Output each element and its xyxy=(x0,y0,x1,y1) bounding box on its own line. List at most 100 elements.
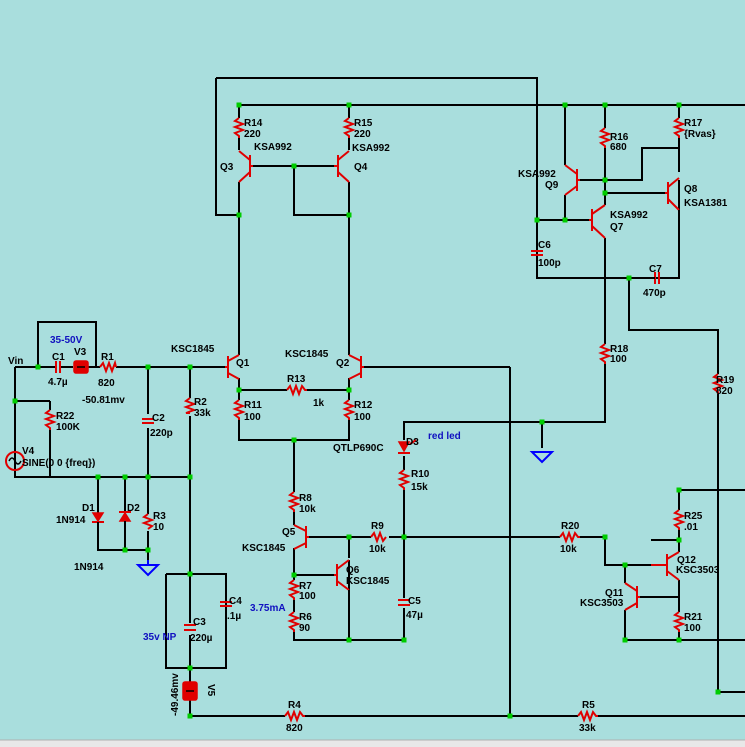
label-c1: C1 xyxy=(52,352,65,363)
label-d3: D3 xyxy=(406,437,419,448)
label-r3: R3 xyxy=(153,511,166,522)
label-q5: Q5 xyxy=(282,527,296,538)
label-q3: Q3 xyxy=(220,162,234,173)
junction-node xyxy=(236,387,242,393)
label-r3-val: 10 xyxy=(153,522,165,533)
label-r9: R9 xyxy=(371,521,384,532)
resistor-r16 xyxy=(598,127,612,148)
capacitor-c3 xyxy=(184,624,196,631)
junction-node xyxy=(122,474,128,480)
resistor-r4 xyxy=(284,709,305,723)
resistor-r9 xyxy=(370,530,387,544)
label-r7: R7 xyxy=(299,581,312,592)
label-q12: Q12 xyxy=(677,555,696,566)
resistor-r10 xyxy=(397,469,411,490)
sine-source-v4 xyxy=(5,451,25,471)
junction-node xyxy=(676,102,682,108)
junction-node xyxy=(346,212,352,218)
resistor-r17 xyxy=(672,117,686,138)
transistor-q3 xyxy=(238,150,253,183)
label-q3-type: KSA992 xyxy=(254,142,292,153)
label-c7: C7 xyxy=(649,264,662,275)
capacitor-c1 xyxy=(55,361,61,373)
components xyxy=(5,117,725,723)
label-d2: D2 xyxy=(127,503,140,514)
junction-node xyxy=(346,102,352,108)
junction-node xyxy=(602,102,608,108)
junction-node xyxy=(676,537,682,543)
label-r12-val: 100 xyxy=(354,412,371,423)
label-offset-readout: -50.81mv xyxy=(82,395,125,406)
junction-node xyxy=(346,534,352,540)
label-v4-val: SINE(0 0 {freq}) xyxy=(22,458,95,469)
junction-node xyxy=(122,547,128,553)
junction-node xyxy=(622,637,628,643)
junction-node xyxy=(291,163,297,169)
junction-node xyxy=(291,572,297,578)
junction-node xyxy=(187,364,193,370)
label-q6: Q6 xyxy=(346,565,360,576)
label-q4-type: KSA992 xyxy=(352,143,390,154)
junction-node xyxy=(145,547,151,553)
label-r9-val: 10k xyxy=(369,544,386,555)
label-r4: R4 xyxy=(288,700,301,711)
junction-node xyxy=(236,212,242,218)
label-c6: C6 xyxy=(538,240,551,251)
scrollbar-track[interactable] xyxy=(0,740,745,747)
label-q7: Q7 xyxy=(610,222,624,233)
junction-node xyxy=(35,364,41,370)
transistor-q4 xyxy=(334,150,350,183)
resistor-r15 xyxy=(342,117,356,138)
label-r17: R17 xyxy=(684,118,703,129)
transistors xyxy=(225,150,680,640)
junction-node xyxy=(95,474,101,480)
label-r1: R1 xyxy=(101,352,114,363)
label-d3-note: red led xyxy=(428,431,461,442)
label-r2-val: 33k xyxy=(194,408,211,419)
label-c3: C3 xyxy=(193,617,206,628)
junction-node xyxy=(676,487,682,493)
label-r10-val: 15k xyxy=(411,482,428,493)
capacitor-c5 xyxy=(398,599,410,606)
resistor-r19 xyxy=(711,373,725,394)
label-q12-type: KSC3503 xyxy=(676,565,720,576)
resistor-r25 xyxy=(672,509,686,530)
labels: Vin 35-50V C1 4.7µ V3 R1 820 -50.81mv R2… xyxy=(8,118,735,734)
label-q2-type: KSC1845 xyxy=(285,349,329,360)
transistor-q11 xyxy=(624,582,640,611)
label-d3-type: QTLP690C xyxy=(333,443,384,454)
junction-node xyxy=(507,713,513,719)
label-r20-val: 10k xyxy=(560,544,577,555)
junction-node xyxy=(236,102,242,108)
resistor-r14 xyxy=(232,117,246,138)
label-vin: Vin xyxy=(8,356,23,367)
junction-node xyxy=(534,217,540,223)
label-c5: C5 xyxy=(408,596,421,607)
capacitor-c4 xyxy=(220,601,232,607)
junction-node xyxy=(12,398,18,404)
transistor-q2 xyxy=(348,354,364,380)
capacitor-c2 xyxy=(142,418,154,424)
resistor-r2 xyxy=(183,397,197,414)
label-q6-type: KSC1845 xyxy=(346,576,390,587)
junction-node xyxy=(622,562,628,568)
label-c2-val: 220p xyxy=(150,428,173,439)
junction-node xyxy=(187,713,193,719)
label-r18: R18 xyxy=(610,344,629,355)
label-c6-val: 100p xyxy=(538,258,561,269)
transistor-q5 xyxy=(293,524,309,550)
transistor-q12 xyxy=(651,551,680,581)
junction-node xyxy=(187,665,193,671)
transistor-q7 xyxy=(589,204,606,239)
label-r13-val: 1k xyxy=(313,398,325,409)
label-r5-val: 33k xyxy=(579,723,596,734)
resistor-r8 xyxy=(287,491,301,512)
label-r8: R8 xyxy=(299,493,312,504)
junction-node xyxy=(676,637,682,643)
label-c5-val: 47µ xyxy=(406,610,423,621)
label-r11: R11 xyxy=(244,400,262,411)
label-d1: D1 xyxy=(82,503,95,514)
